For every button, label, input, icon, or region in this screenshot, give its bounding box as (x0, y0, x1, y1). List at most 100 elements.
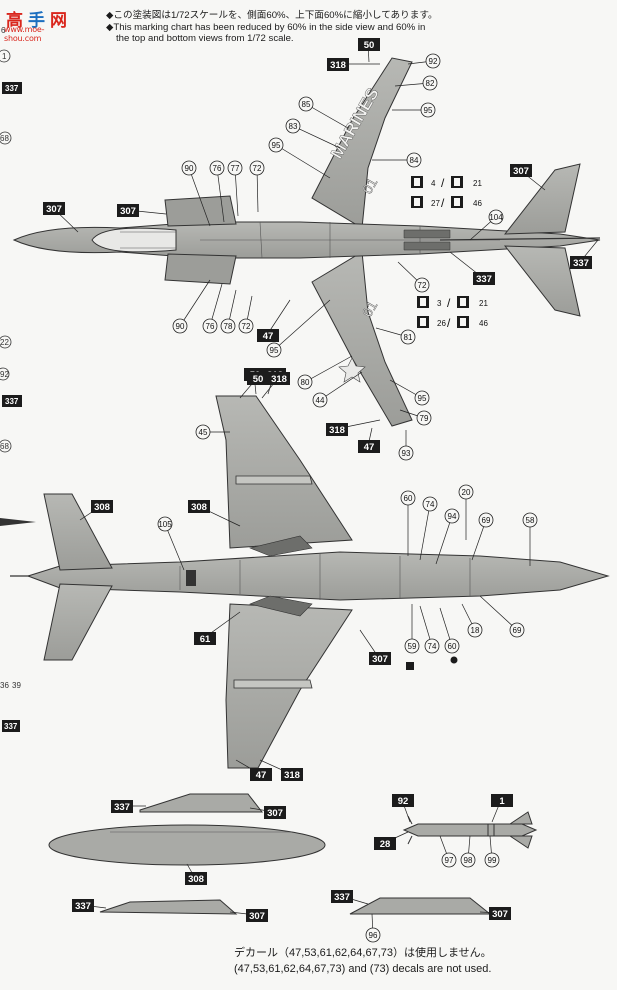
callout-circle: 76 (202, 318, 218, 334)
svg-text:20: 20 (462, 488, 471, 497)
callout-circle: 95 (420, 102, 436, 118)
svg-text:337: 337 (476, 274, 492, 285)
callout-circle: 74 (424, 638, 440, 654)
callout-circle: 82 (422, 75, 438, 91)
callout-box: 50 (247, 372, 269, 385)
svg-text:79: 79 (420, 414, 429, 423)
fragment-label: 1 (2, 52, 7, 61)
left-edge-fragments: 6 1 337 68 22 92 337 68 36 39 337 (0, 26, 36, 732)
svg-text:307: 307 (372, 654, 388, 665)
svg-text:96: 96 (369, 931, 378, 940)
svg-text:307: 307 (46, 204, 62, 215)
callout-circle: 93 (398, 445, 414, 461)
callout-circle: 90 (172, 318, 188, 334)
site-logo: 高 手 网 www.moe-shou.com (4, 6, 68, 43)
callout-circle: 58 (522, 512, 538, 528)
callout-box: 307 (246, 909, 268, 922)
svg-text:58: 58 (526, 516, 535, 525)
svg-text:72: 72 (253, 164, 262, 173)
bottom-view-aircraft (10, 395, 610, 769)
callout-box: 307 (369, 652, 391, 665)
svg-text:337: 337 (334, 892, 350, 903)
svg-text:47: 47 (256, 770, 267, 781)
fragment-label: 92 (0, 370, 9, 379)
callout-box: 337 (331, 890, 353, 903)
svg-text:77: 77 (231, 164, 240, 173)
svg-text:/: / (441, 176, 445, 190)
svg-text:90: 90 (176, 322, 185, 331)
callout-circle: 69 (509, 622, 525, 638)
logo-char-2: 手 (28, 11, 45, 31)
variant-number: 21 (479, 299, 488, 308)
footer-note-jp: デカール（47,53,61,62,64,67,73）は使用しません。 (234, 947, 492, 959)
callout-box: 61 (194, 632, 216, 645)
callout-circle: 60 (444, 638, 460, 654)
star-insignia-icon (338, 357, 366, 383)
variant-number: 27 (431, 199, 440, 208)
svg-text:/: / (447, 316, 451, 330)
callout-circle: 74 (422, 496, 438, 512)
fragment-label: 337 (5, 84, 19, 93)
header-note-jp: ◆この塗装図は1/72スケールを、側面60%、上下面60%に縮小してあります。 (106, 10, 438, 21)
callout-circle: 105 (157, 516, 173, 532)
svg-text:308: 308 (94, 502, 110, 513)
callout-circle: 77 (227, 160, 243, 176)
callout-circle: 95 (268, 137, 284, 153)
callout-box: 47 (257, 329, 279, 342)
svg-text:337: 337 (114, 802, 130, 813)
svg-text:84: 84 (410, 156, 419, 165)
callout-circle: 85 (298, 96, 314, 112)
svg-text:95: 95 (424, 106, 433, 115)
callout-box: 308 (91, 500, 113, 513)
callout-circle: 72 (249, 160, 265, 176)
header-note-en-1: ◆This marking chart has been reduced by … (106, 22, 426, 33)
svg-text:18: 18 (471, 626, 480, 635)
svg-text:47: 47 (364, 442, 375, 453)
svg-text:28: 28 (380, 839, 391, 850)
svg-text:308: 308 (188, 874, 204, 885)
svg-text:105: 105 (158, 520, 172, 529)
svg-text:76: 76 (213, 164, 222, 173)
svg-text:337: 337 (75, 901, 91, 912)
variant-number: 4 (431, 179, 436, 188)
callout-box: 337 (111, 800, 133, 813)
variant-number: 46 (473, 199, 482, 208)
svg-text:82: 82 (426, 79, 435, 88)
pylon-part-right (349, 897, 492, 915)
svg-text:83: 83 (289, 122, 298, 131)
callout-box: 307 (43, 202, 65, 215)
variant-number: 3 (437, 299, 442, 308)
tail-code-lower: 01 (359, 298, 381, 320)
svg-text:318: 318 (284, 770, 300, 781)
fragment-label: 337 (4, 722, 18, 731)
svg-text:85: 85 (302, 100, 311, 109)
svg-text:45: 45 (199, 428, 208, 437)
callout-box: 47 (358, 440, 380, 453)
svg-text:47: 47 (263, 331, 274, 342)
svg-text:95: 95 (418, 394, 427, 403)
logo-char-3: 网 (50, 11, 67, 31)
callout-circle: 90 (181, 160, 197, 176)
svg-text:61: 61 (200, 634, 211, 645)
callout-circle: 96 (365, 927, 381, 943)
callout-circle: 59 (404, 638, 420, 654)
svg-text:59: 59 (408, 642, 417, 651)
svg-text:307: 307 (492, 909, 508, 920)
callout-box: 318 (327, 58, 349, 71)
callout-box: 47 (250, 768, 272, 781)
svg-text:60: 60 (448, 642, 457, 651)
tail-code-upper: 01 (359, 175, 381, 197)
callout-box: 307 (264, 806, 286, 819)
callout-circle: 99 (484, 852, 500, 868)
variant-number: 46 (479, 319, 488, 328)
callout-box: 28 (374, 837, 396, 850)
callout-box: 318 (326, 423, 348, 436)
svg-text:81: 81 (404, 333, 413, 342)
svg-text:318: 318 (330, 60, 346, 71)
callout-circle: 72 (414, 277, 430, 293)
callout-circle: 80 (297, 374, 313, 390)
